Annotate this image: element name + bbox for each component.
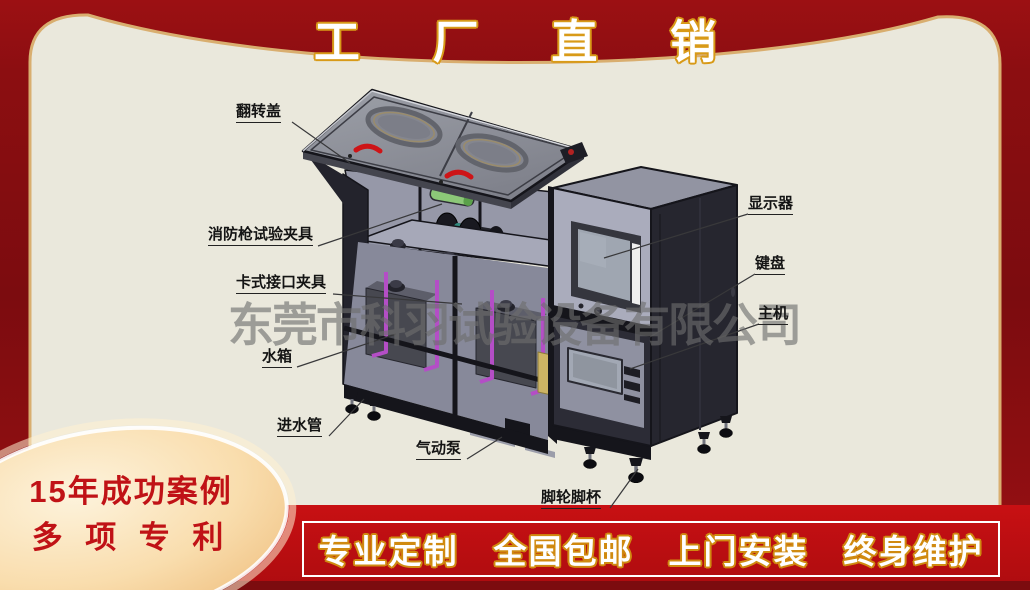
label-water-tank: 水箱 [262, 349, 293, 368]
label-flip-cover: 翻转盖 [236, 104, 282, 123]
keypad-part [624, 366, 640, 404]
gold-badge [0, 418, 297, 590]
label-fire-gun-fixture: 消防枪试验夹具 [208, 227, 314, 246]
service-promise-text: 专业定制 全国包邮 上门安装 终身维护 [318, 533, 984, 570]
label-card-interface-fixture: 卡式接口夹具 [236, 275, 327, 294]
casters-part [345, 392, 733, 484]
leader-lines [291, 121, 760, 509]
hinge-part [560, 142, 588, 164]
label-caster-foot-cup: 脚轮脚杯 [541, 490, 602, 509]
lid-window-right [455, 133, 529, 173]
company-watermark: 东莞市科羽试验设备有限公司 [228, 299, 802, 351]
badge-patents: 多 项 专 利 [31, 520, 231, 555]
lid-window-left [365, 106, 443, 148]
label-host: 主机 [758, 306, 789, 325]
badge-success-cases: 15年成功案例 [29, 474, 233, 509]
banner-title: 工 厂 直 销 [313, 16, 747, 68]
red-handles-part [353, 143, 474, 180]
host-display-part [567, 347, 623, 395]
label-inlet-pipe: 进水管 [277, 418, 323, 437]
monitor-screen-part [571, 221, 641, 313]
label-pneumatic-pump: 气动泵 [416, 441, 462, 460]
control-cabinet [552, 166, 738, 447]
label-monitor: 显示器 [748, 196, 794, 215]
label-keyboard: 键盘 [755, 256, 786, 275]
service-promise-bar: 专业定制 全国包邮 上门安装 终身维护 [302, 521, 1000, 577]
flip-cover-part [301, 88, 588, 209]
machine-illustration [301, 88, 738, 484]
